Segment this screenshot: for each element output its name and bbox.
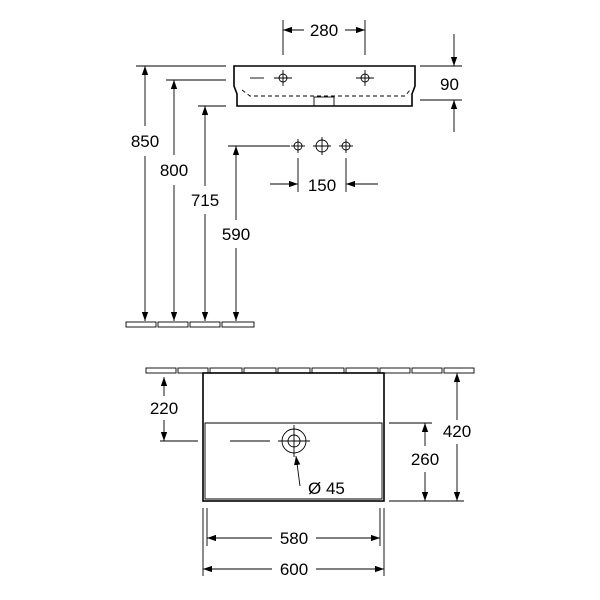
dimension-280-label: 280 (310, 21, 338, 40)
drain: Ø 45 (230, 425, 345, 498)
basin-bowl-outline (204, 422, 383, 500)
dimension-420-label: 420 (443, 422, 471, 441)
basin-inner-dashed-line (241, 89, 411, 97)
dimension-150-label: 150 (308, 176, 336, 195)
dimension-220: 220 (150, 377, 198, 442)
dimension-600: 600 (203, 560, 384, 579)
dimension-220-label: 220 (150, 399, 178, 418)
basin-outer-outline (202, 372, 385, 502)
overflow-slot (313, 96, 335, 107)
floor-line (125, 321, 255, 328)
fitting-hole-right (339, 139, 353, 153)
tap-hole-right (356, 70, 374, 86)
dimension-420: 420 (443, 373, 471, 501)
dimension-580-label: 580 (280, 529, 308, 548)
dimension-260-label: 260 (411, 450, 439, 469)
dimension-90-label: 90 (440, 75, 459, 94)
dimension-800: 800 (160, 80, 188, 321)
dimension-850: 850 (131, 66, 159, 321)
fitting-hole-center (313, 137, 331, 155)
dimension-715-label: 715 (191, 191, 219, 210)
dimension-150: 150 (270, 158, 378, 195)
plan-view: Ø 45 220 260 420 (145, 367, 475, 579)
wall-fitting-holes (291, 137, 353, 155)
dimension-850-label: 850 (131, 132, 159, 151)
dimension-280: 280 (282, 20, 366, 55)
basin-elevation-outline (233, 65, 416, 107)
dimension-715: 715 (191, 106, 219, 321)
dimension-800-label: 800 (160, 161, 188, 180)
dimension-580: 580 (207, 529, 380, 548)
dimension-590: 590 (222, 146, 250, 321)
dimension-600-label: 600 (280, 560, 308, 579)
drain-diameter-label: Ø 45 (308, 479, 345, 498)
dimension-260: 260 (411, 423, 439, 501)
tap-hole-left (274, 70, 292, 86)
elevation-view: 280 90 850 800 715 (125, 20, 462, 328)
dimension-590-label: 590 (222, 225, 250, 244)
fitting-hole-left (291, 139, 305, 153)
dimension-90: 90 (420, 34, 462, 132)
